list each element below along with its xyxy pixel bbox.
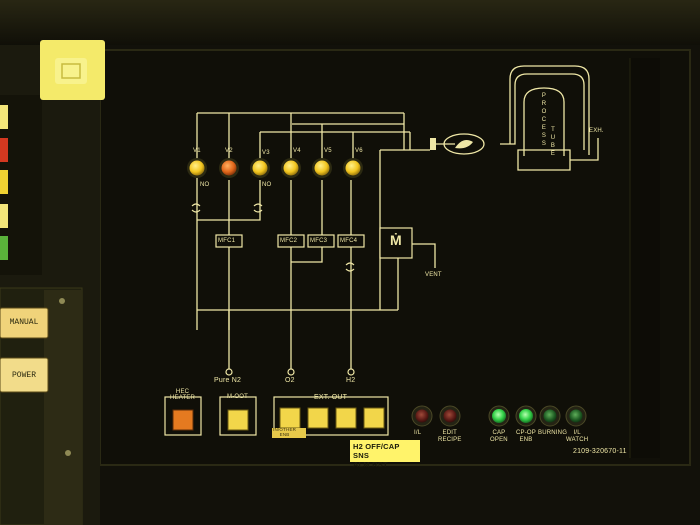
main-panel (99, 49, 691, 466)
ext-out-label: EXT. OUT (314, 394, 348, 401)
edit-recipe-indicator (443, 409, 457, 423)
valve-label-v2: V2 (225, 148, 233, 154)
process-tube-label-top: PROCESS (541, 93, 547, 147)
valve-v2-lamp[interactable] (221, 160, 237, 176)
valve-v1-state: NO (200, 182, 210, 188)
cp-op-enb-indicator (519, 409, 533, 423)
gas-line-schematic (196, 65, 599, 370)
valve-label-v3: V3 (262, 150, 270, 156)
valve-label-v4: V4 (293, 148, 301, 154)
mfc2-label: MFC2 (280, 238, 298, 244)
edit-recipe-label: EDIT RECIPE (438, 430, 462, 443)
valve-v3-state: NO (262, 182, 272, 188)
process-tube-label-bottom: TUBE (550, 127, 556, 157)
mass-flow-meter-symbol: Ṁ (390, 232, 402, 248)
valve-v5-lamp[interactable] (314, 160, 330, 176)
il-watch-label: I/L WATCH (566, 430, 589, 443)
pure-n2-label: Pure N2 (214, 377, 242, 384)
manual-button[interactable] (0, 307, 49, 339)
valve-v3-lamp[interactable] (252, 160, 268, 176)
filter-icon (443, 133, 485, 155)
mfc3-label: MFC3 (310, 238, 328, 244)
sticker-line-1: H2 OFF/CAP SNS (353, 442, 400, 460)
valve-label-v1: V1 (193, 148, 201, 154)
valve-v4-lamp[interactable] (283, 160, 299, 176)
o2-label: O2 (285, 377, 295, 384)
power-button[interactable] (0, 357, 49, 393)
mfc1-label: MFC1 (218, 238, 236, 244)
il-label: I/L (414, 430, 422, 436)
ext-out-button-1[interactable] (279, 407, 301, 429)
cp-op-enb-label: CP-OP ENB (516, 430, 537, 443)
m-oot-button[interactable] (227, 409, 249, 431)
hec-heater-button[interactable] (172, 409, 194, 431)
burning-label: BURNING (538, 430, 568, 436)
bottom-controls (164, 396, 389, 438)
valve-label-v5: V5 (324, 148, 332, 154)
mfc-boxes (215, 227, 413, 259)
il-watch-indicator (569, 409, 583, 423)
gas-inlets (225, 368, 355, 376)
vent-label: VENT (425, 272, 442, 278)
ext-out-sublabel: IN/OTHER ENB (273, 427, 297, 437)
exhaust-label: EXH. (589, 128, 604, 134)
part-number: 2109-320670-11 (573, 448, 627, 455)
manual-button-label: MANUAL (9, 318, 39, 327)
indicator-lamps (411, 405, 587, 427)
hec-heater-label: HEC HEATER (170, 389, 196, 401)
valve-label-v6: V6 (355, 148, 363, 154)
leaf-icon (455, 140, 473, 149)
valve-v6-lamp[interactable] (345, 160, 361, 176)
burning-indicator (543, 409, 557, 423)
ext-out-button-2[interactable] (307, 407, 329, 429)
m-oot-label: M-OOT (227, 394, 248, 400)
il-indicator (415, 409, 429, 423)
h2-label: H2 (346, 377, 356, 384)
h2-off-sticker: H2 OFF/CAP SNS ALM RST (350, 440, 420, 469)
cap-open-label: CAP OPEN (490, 430, 508, 443)
ext-out-button-3[interactable] (335, 407, 357, 429)
mfc4-label: MFC4 (340, 238, 358, 244)
cap-open-indicator (492, 409, 506, 423)
sticker-line-2: ALM RST (353, 460, 388, 469)
valve-v1-lamp[interactable] (189, 160, 205, 176)
ext-out-button-4[interactable] (363, 407, 385, 429)
power-button-label: POWER (11, 371, 36, 380)
valve-row (187, 158, 363, 178)
flow-restrictors (191, 203, 355, 272)
